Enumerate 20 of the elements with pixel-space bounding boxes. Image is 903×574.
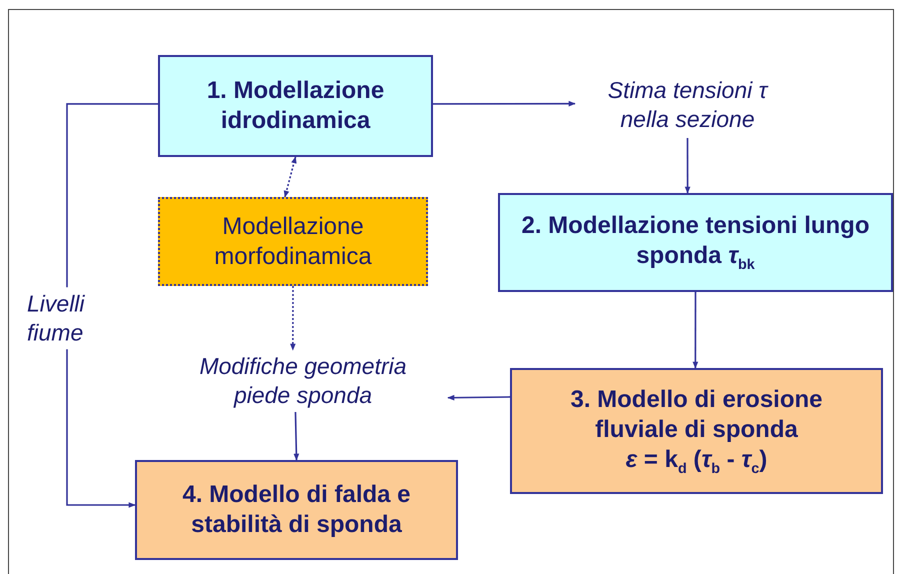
- node-label: Modellazione morfodinamica: [213, 212, 373, 272]
- arrow: [66, 103, 158, 508]
- arrow: [294, 412, 300, 461]
- arrow: [692, 292, 698, 369]
- node-label: ε = k$_{d}$ (τ$_{b}$ - τ$_{c}$): [626, 444, 768, 478]
- arrow: [684, 138, 690, 194]
- arrow: [284, 156, 297, 198]
- arrow: [433, 100, 576, 106]
- process-box: [158, 55, 433, 157]
- node-text: Stima tensioni τ nella sezione: [606, 76, 770, 134]
- node-label: 1. Modellazione idrodinamica: [206, 76, 386, 136]
- process-box: [498, 193, 893, 292]
- node-text: Modifiche geometria piede sponda: [198, 352, 408, 410]
- node-label: 2. Modellazione tensioni lungo sponda τ$_{bk}$: [520, 211, 870, 274]
- process-box: [135, 460, 458, 560]
- arrow: [290, 286, 296, 351]
- process-box: [510, 368, 883, 494]
- arrow: [447, 394, 510, 400]
- node-label: 4. Modello di falda e stabilità di sponda: [181, 480, 412, 540]
- dotted-process-box: [158, 197, 428, 286]
